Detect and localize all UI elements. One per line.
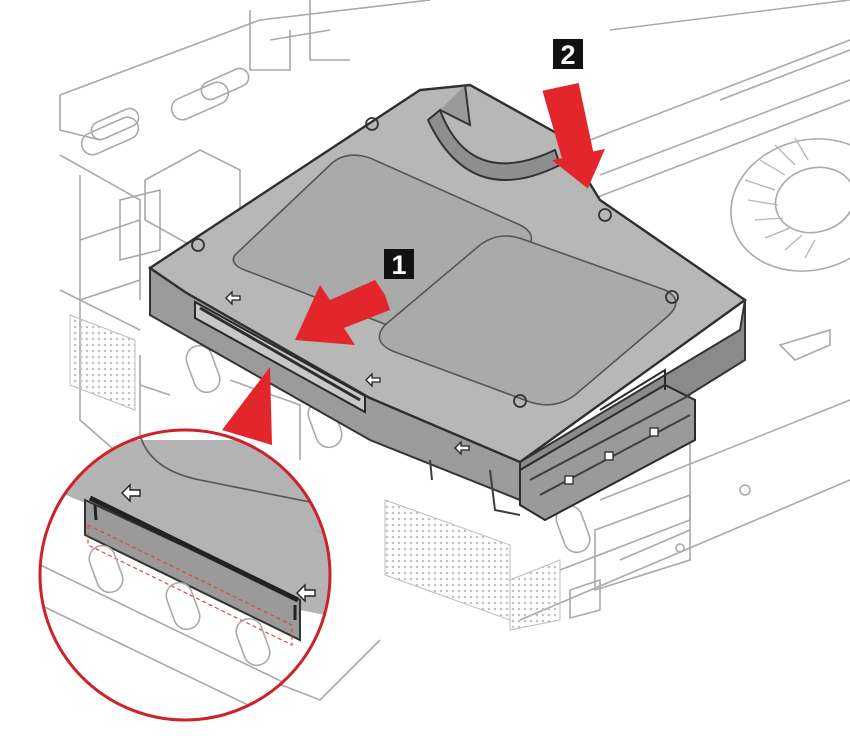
chassis-background xyxy=(59,0,850,701)
push-left-arrow-icon xyxy=(295,280,390,345)
svg-text:1: 1 xyxy=(391,250,406,280)
zoom-detail xyxy=(38,428,332,722)
fan xyxy=(730,137,850,272)
svg-text:2: 2 xyxy=(560,40,575,70)
callout-step-1: 1 xyxy=(384,249,414,280)
latch-arrow-icon xyxy=(225,290,470,456)
push-down-arrow-icon xyxy=(542,83,605,189)
hdd-bracket xyxy=(147,83,748,522)
chassis-slot xyxy=(80,67,250,156)
zoom-pointer xyxy=(222,367,272,445)
callout-step-2: 2 xyxy=(553,39,583,70)
